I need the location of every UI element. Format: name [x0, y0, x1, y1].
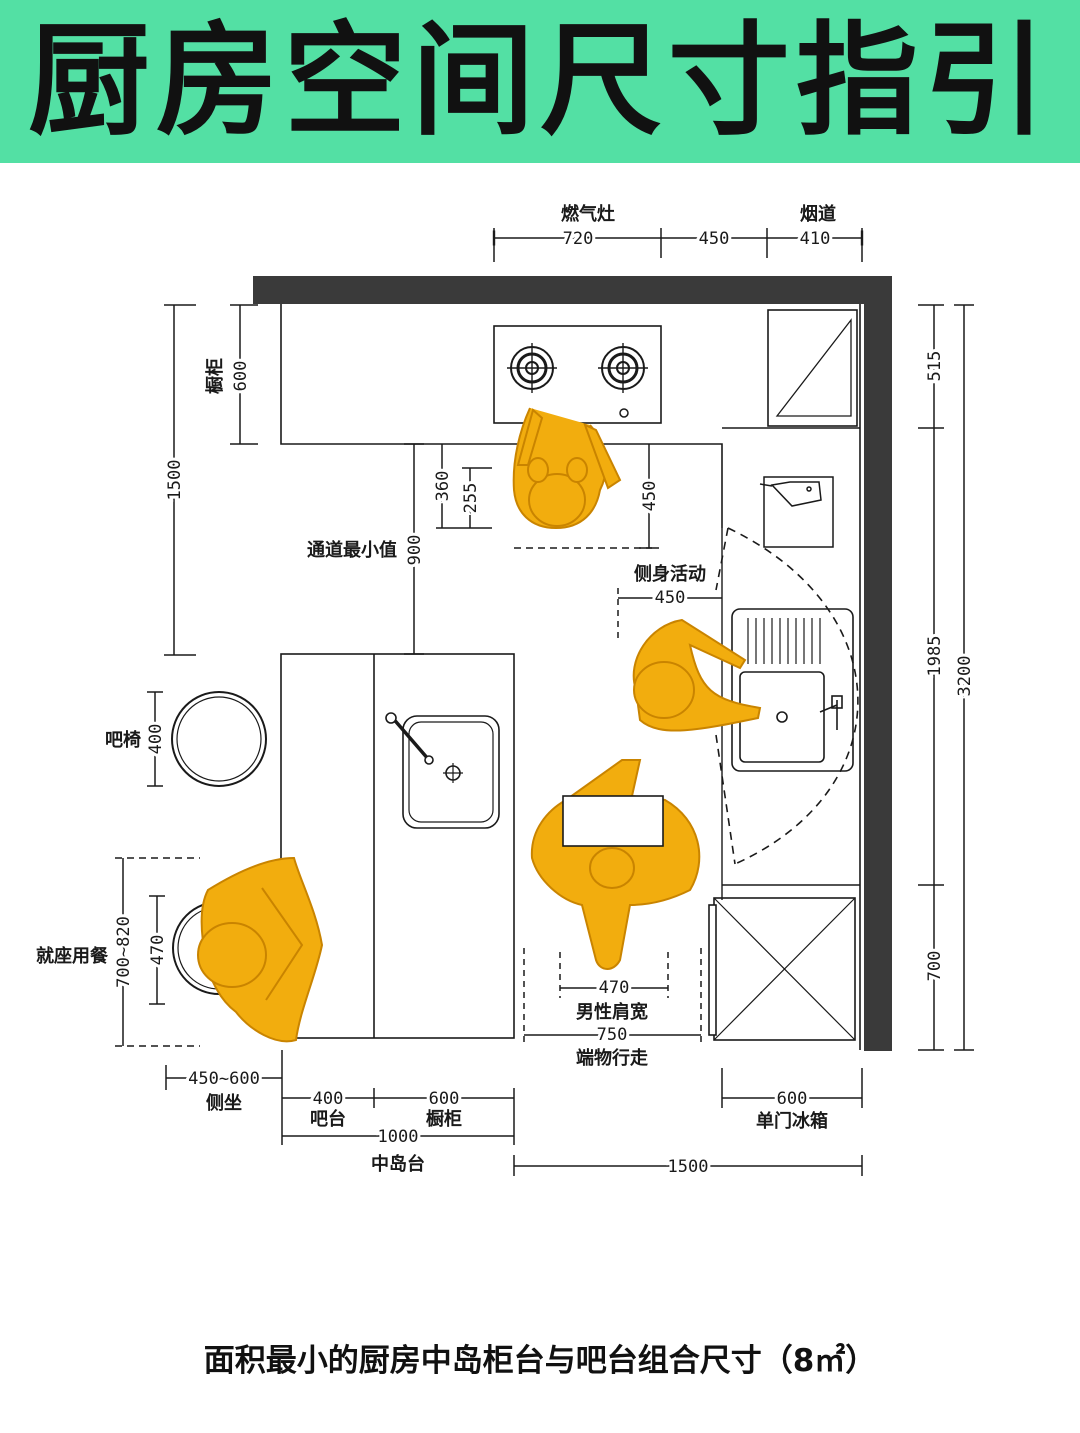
dim-900: 900 — [405, 535, 425, 566]
dim-450-person: 450 — [640, 481, 660, 512]
bar-stool-label: 吧椅 — [105, 729, 141, 751]
person-icon — [530, 759, 701, 970]
dimension-values: 720 450 410 600 1500 360 255 450 900 450… — [111, 226, 978, 1180]
dim-400-stool: 400 — [146, 724, 166, 755]
bar-counter-label: 吧台 — [310, 1108, 346, 1130]
dim-470-bottom: 470 — [599, 978, 630, 998]
figure-caption: 面积最小的厨房中岛柜台与吧台组合尺寸（8㎡） — [203, 1343, 877, 1379]
flue — [767, 309, 858, 427]
dim-360: 360 — [433, 471, 453, 502]
right-wall — [864, 276, 892, 1051]
dim-3200: 3200 — [955, 656, 975, 697]
dim-720: 720 — [563, 229, 594, 249]
fridge-label: 单门冰箱 — [756, 1110, 828, 1132]
dim-400-bar: 400 — [313, 1089, 344, 1109]
dim-1985: 1985 — [925, 636, 945, 677]
dim-450-side: 450 — [655, 588, 686, 608]
dim-450-top: 450 — [699, 229, 730, 249]
aisle-min-label: 通道最小值 — [307, 539, 397, 561]
labels: 燃气灶 烟道 橱柜 通道最小值 侧身活动 吧椅 就座用餐 男性肩宽 端物行走 侧… — [36, 203, 836, 1175]
dim-470-left: 470 — [148, 935, 168, 966]
dim-600-cab: 600 — [429, 1089, 460, 1109]
stove-label: 燃气灶 — [561, 203, 615, 225]
dim-600-fridge: 600 — [777, 1089, 808, 1109]
side-activity-label: 侧身活动 — [634, 563, 706, 585]
refrigerator-icon — [708, 897, 856, 1041]
carry-walk-label: 端物行走 — [576, 1047, 648, 1069]
kitchen-floor-plan: 燃气灶 烟道 橱柜 通道最小值 侧身活动 吧椅 就座用餐 男性肩宽 端物行走 侧… — [36, 203, 978, 1180]
sink-icon — [731, 608, 854, 772]
dim-1500-left: 1500 — [165, 460, 185, 501]
island — [280, 653, 515, 1039]
cabinet-left-label: 橱柜 — [204, 358, 226, 394]
island-label: 中岛台 — [371, 1153, 425, 1175]
dim-1500-bottom: 1500 — [668, 1157, 709, 1177]
dim-255: 255 — [461, 483, 481, 514]
dim-450-600: 450~600 — [188, 1069, 260, 1089]
top-counter-outline — [280, 304, 723, 528]
male-shoulder-label: 男性肩宽 — [576, 1001, 648, 1023]
sink-icon — [385, 712, 500, 829]
bar-stool-icon — [171, 691, 267, 787]
dim-1000: 1000 — [378, 1127, 419, 1147]
gas-stove — [493, 325, 662, 424]
dim-515: 515 — [925, 351, 945, 382]
dim-700-right: 700 — [925, 951, 945, 982]
dim-750: 750 — [597, 1025, 628, 1045]
page-title: 厨房空间尺寸指引 — [28, 10, 1052, 152]
faucet-icon — [385, 712, 434, 765]
gas-burner-icon — [507, 343, 557, 393]
faucet-icon — [819, 695, 843, 730]
cabinet-bottom-label: 橱柜 — [426, 1108, 462, 1130]
title-banner: 厨房空间尺寸指引 — [0, 0, 1080, 163]
side-sit-label: 侧坐 — [206, 1093, 242, 1114]
person-icon — [632, 618, 762, 732]
dimension-lines — [115, 228, 974, 1176]
dim-600-left: 600 — [231, 361, 251, 392]
gas-burner-icon — [598, 343, 648, 393]
dim-410: 410 — [800, 229, 831, 249]
kitchen-knife-icon — [759, 476, 834, 548]
flue-label: 烟道 — [800, 203, 836, 225]
walls — [253, 276, 892, 1051]
side-activity-arc — [715, 527, 859, 865]
dim-700-820: 700~820 — [114, 916, 134, 988]
person-icon — [197, 856, 324, 1043]
seated-dining-label: 就座用餐 — [36, 945, 109, 967]
person-icon — [512, 407, 622, 530]
top-wall — [253, 276, 892, 304]
